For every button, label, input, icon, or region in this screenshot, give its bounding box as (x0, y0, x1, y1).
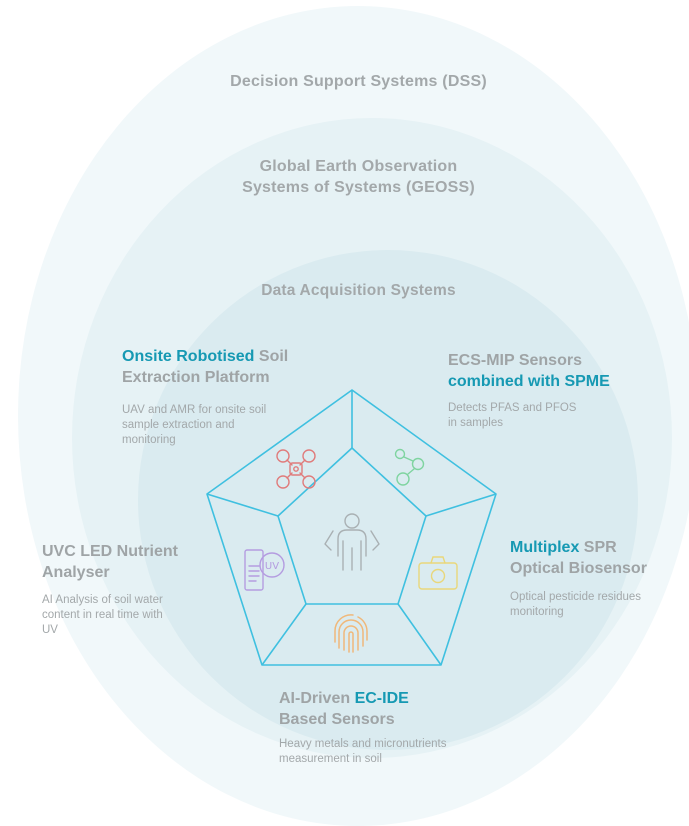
uv-icon-label: UV (265, 561, 279, 572)
ai-ec-ide-heading: AI-Driven EC-IDE Based Sensors (279, 688, 499, 730)
ai-heading-accent: EC-IDE (354, 690, 409, 707)
ai-heading-line2: Based Sensors (279, 711, 395, 728)
multiplex-heading-rest: SPR (579, 539, 617, 556)
ai-desc-line1: Heavy metals and micronutrients (279, 738, 447, 750)
person-icon (324, 513, 380, 571)
fingerprint-icon (334, 614, 368, 653)
inner-ring-das (138, 250, 638, 750)
ai-ec-ide-description: Heavy metals and micronutrients measurem… (279, 737, 489, 767)
geoss-title-line2: Systems of Systems (GEOSS) (242, 179, 475, 196)
uvc-analyser-heading: UVC LED Nutrient Analyser (42, 541, 242, 583)
pentagon-frame (206, 389, 497, 666)
uv-analyser-icon: UV (244, 549, 285, 591)
multiplex-heading-accent: Multiplex (510, 539, 580, 556)
das-ring-title: Data Acquisition Systems (261, 282, 456, 299)
camera-icon (418, 556, 458, 590)
uvc-heading-line1: UVC LED Nutrient (42, 543, 178, 560)
robot-heading-line1: Onsite Robotised Soil (122, 346, 352, 367)
geoss-ring-title: Global Earth Observation Systems of Syst… (14, 156, 689, 198)
uvc-heading-line2: Analyser (42, 564, 110, 581)
drone-icon (276, 449, 316, 489)
spoke-bottom-right (397, 603, 442, 666)
spoke-right (425, 493, 497, 517)
dss-ring-title: Decision Support Systems (DSS) (230, 73, 487, 90)
spoke-bottom-left (261, 603, 307, 666)
ecs-heading-accent: combined with SPME (448, 373, 610, 390)
robot-desc-line1: UAV and AMR for onsite soil (122, 404, 267, 416)
ai-heading-pre: AI-Driven (279, 690, 355, 707)
uvc-desc-line1: AI Analysis of soil water (42, 594, 163, 606)
ecs-heading-line1: ECS-MIP Sensors (448, 352, 582, 369)
uvc-analyser-description: AI Analysis of soil water content in rea… (42, 593, 197, 638)
ai-heading-line1: AI-Driven EC-IDE (279, 688, 499, 709)
ai-desc-line2: measurement in soil (279, 753, 382, 765)
robot-platform-description: UAV and AMR for onsite soil sample extra… (122, 403, 272, 448)
multiplex-spr-description: Optical pesticide residues monitoring (510, 590, 650, 620)
robot-platform-heading: Onsite Robotised Soil Extraction Platfor… (122, 346, 352, 388)
multiplex-spr-heading: Multiplex SPR Optical Biosensor (510, 537, 685, 579)
uvc-desc-line2: content in real time with (42, 609, 163, 621)
ecs-desc-line1: Detects PFAS and PFOS (448, 402, 577, 414)
diagram-stage: Decision Support Systems (DSS) Global Ea… (14, 6, 689, 826)
robot-heading-line2: Extraction Platform (122, 369, 270, 386)
pentagon-diagram: UV (206, 389, 497, 666)
robot-heading-accent: Onsite Robotised (122, 348, 255, 365)
robot-desc-line2: sample extraction and (122, 419, 235, 431)
multiplex-heading-line1: Multiplex SPR (510, 537, 685, 558)
ecs-desc-line2: in samples (448, 417, 503, 429)
molecule-icon (394, 448, 425, 486)
robot-heading-rest: Soil (254, 348, 289, 365)
spoke-left (206, 493, 279, 517)
ecs-mip-description: Detects PFAS and PFOS in samples (448, 401, 588, 431)
outer-pentagon (206, 389, 497, 666)
uvc-desc-line3: UV (42, 624, 58, 636)
multiplex-desc-line1: Optical pesticide residues (510, 591, 642, 603)
multiplex-heading-line2: Optical Biosensor (510, 560, 647, 577)
geoss-title-line1: Global Earth Observation (259, 158, 458, 175)
robot-desc-line3: monitoring (122, 434, 176, 446)
inner-pentagon (277, 447, 427, 605)
multiplex-desc-line2: monitoring (510, 606, 564, 618)
ecs-mip-heading: ECS-MIP Sensors combined with SPME (448, 350, 678, 392)
